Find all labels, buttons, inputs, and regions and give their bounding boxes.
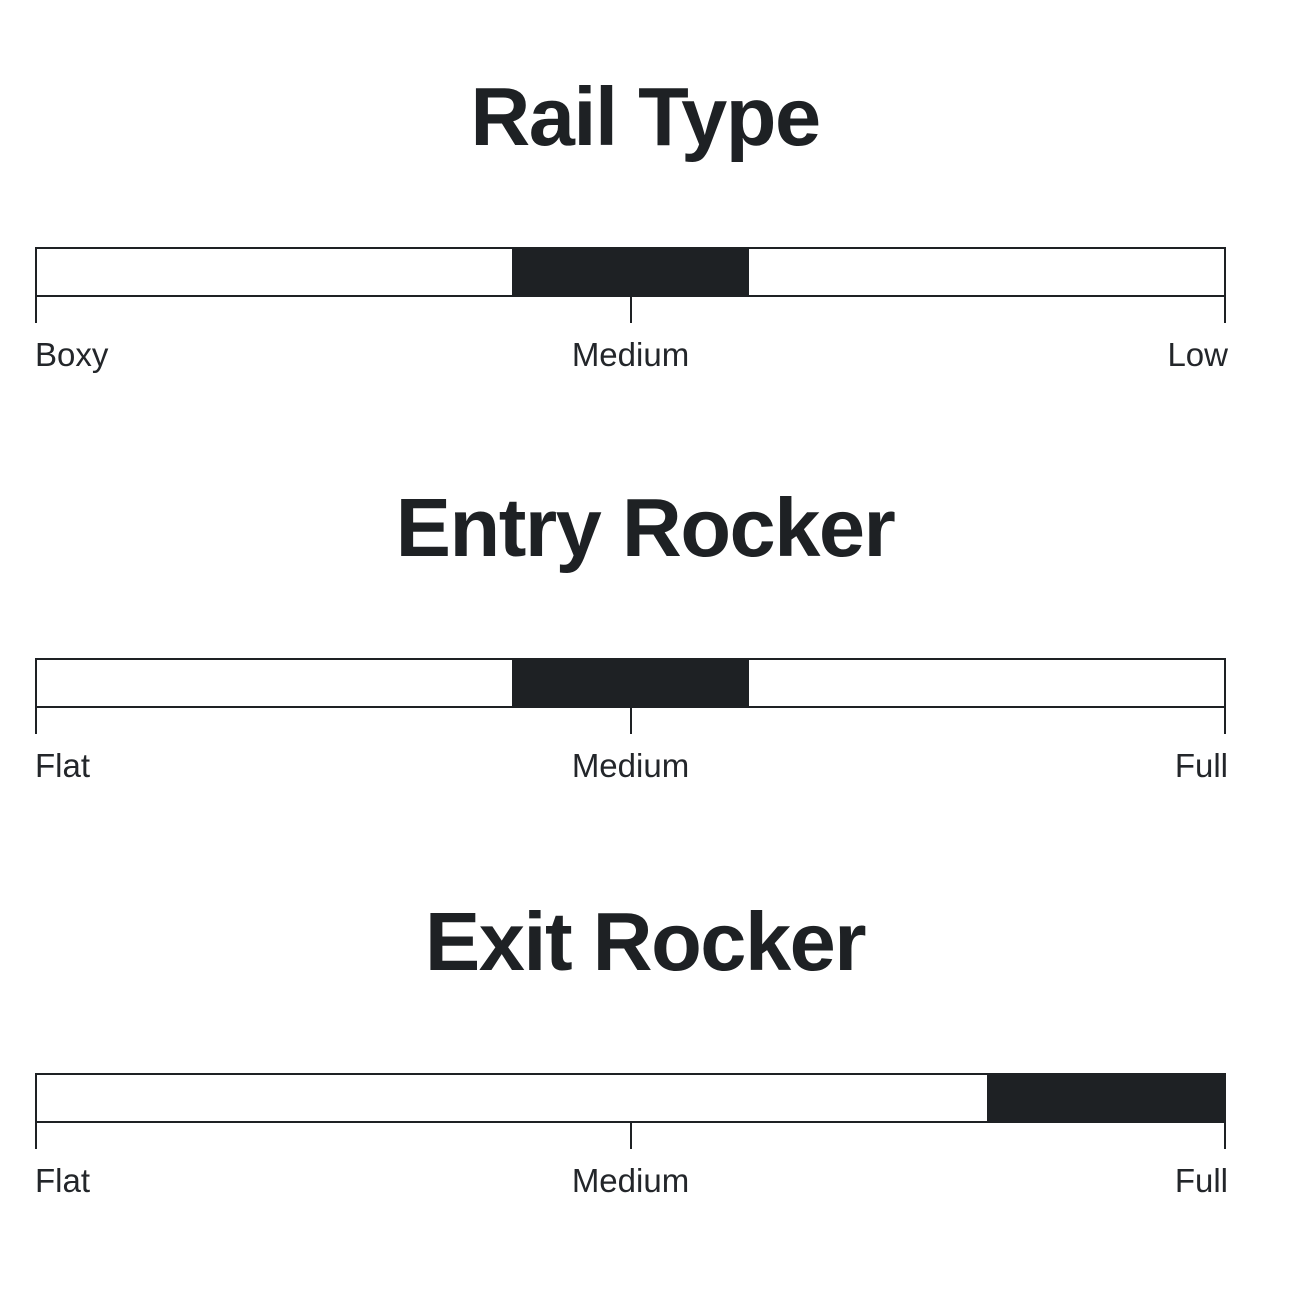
exit-rocker-slider[interactable]: Flat Medium Full [35, 1073, 1228, 1199]
scale-tick-left [35, 708, 37, 734]
scale-label-right: Full [1174, 747, 1228, 784]
scale-labels: Flat Medium Full [35, 1159, 1228, 1203]
scale-label-middle: Medium [571, 747, 690, 784]
slider-track[interactable] [35, 247, 1226, 297]
spec-section-entry-rocker: Entry Rocker Flat Medium Full [0, 481, 1290, 784]
scale-tick-left [35, 297, 37, 323]
scale-label-right: Low [1167, 336, 1228, 373]
scale-tick-right [1224, 1123, 1226, 1149]
scale-labels: Flat Medium Full [35, 744, 1228, 788]
scale-tick-middle [630, 708, 632, 734]
slider-track[interactable] [35, 1073, 1226, 1123]
scale-tick-left [35, 1123, 37, 1149]
spec-section-rail-type: Rail Type Boxy Medium Low [0, 70, 1290, 373]
scale-label-left: Flat [35, 747, 91, 784]
entry-rocker-slider[interactable]: Flat Medium Full [35, 658, 1228, 784]
scale-label-middle: Medium [571, 336, 690, 373]
rail-type-slider[interactable]: Boxy Medium Low [35, 247, 1228, 373]
page-title: Exit Rocker [424, 895, 867, 988]
scale-label-left: Boxy [35, 336, 109, 373]
scale-tick-right [1224, 297, 1226, 323]
scale-label-right: Full [1174, 1162, 1228, 1199]
page-title: Rail Type [470, 70, 821, 163]
slider-fill-range[interactable] [511, 249, 750, 295]
slider-fill-range[interactable] [511, 660, 750, 706]
spec-section-exit-rocker: Exit Rocker Flat Medium Full [0, 895, 1290, 1199]
scale-label-left: Flat [35, 1162, 91, 1199]
scale-tick-middle [630, 1123, 632, 1149]
slider-track[interactable] [35, 658, 1226, 708]
scale-labels: Boxy Medium Low [35, 333, 1228, 377]
scale-tick-right [1224, 708, 1226, 734]
scale-label-middle: Medium [571, 1162, 690, 1199]
page-title: Entry Rocker [395, 481, 896, 574]
scale-tick-middle [630, 297, 632, 323]
slider-fill-range[interactable] [986, 1075, 1224, 1121]
